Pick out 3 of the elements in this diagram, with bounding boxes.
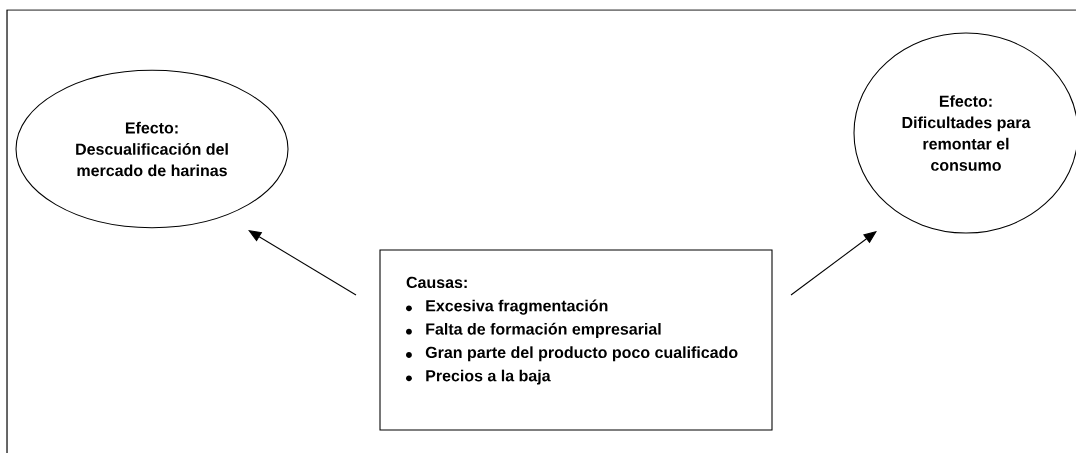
arrow <box>790 231 877 296</box>
arrow <box>248 230 357 296</box>
causes-box: Causas: Excesiva fragmentación Falta de formación empresarial Gran parte del producto poco cualificado Precios a la baja <box>379 249 773 431</box>
